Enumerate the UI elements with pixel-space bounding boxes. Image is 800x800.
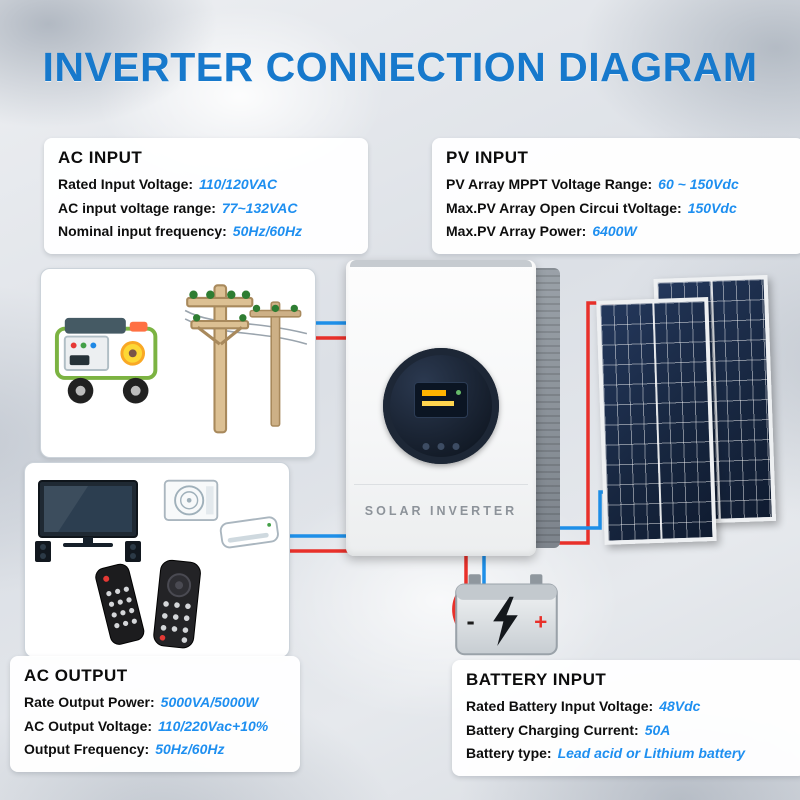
spec-row: Rate Output Power: 5000VA/5000W xyxy=(24,691,286,715)
battery-plus-sign: + xyxy=(534,610,547,635)
spec-value: 48Vdc xyxy=(659,698,701,714)
indoor-ac-unit xyxy=(219,516,279,549)
battery-minus-sign: - xyxy=(466,609,474,636)
spec-value: Lead acid or Lithium battery xyxy=(557,745,746,762)
ac-input-heading: AC INPUT xyxy=(58,148,143,167)
inverter-top-edge xyxy=(350,260,532,267)
ac-output-panel: AC OUTPUT Rate Output Power: 5000VA/5000W… xyxy=(10,656,300,772)
spec-value: 50Hz/60Hz xyxy=(155,741,225,758)
ac-input-panel: AC INPUT Rated Input Voltage:110/120VAC … xyxy=(44,138,368,254)
spec-row: AC input voltage range: 77~132VAC xyxy=(58,197,354,221)
tv-icon xyxy=(35,480,141,562)
screen-readout-bar xyxy=(422,390,446,396)
inverter-brand-label: SOLAR INVERTER xyxy=(364,504,518,518)
battery-terminal xyxy=(468,574,481,587)
inverter-front-face: SOLAR INVERTER xyxy=(346,260,536,556)
screen-readout-bar xyxy=(422,401,454,406)
battery-icon: - + xyxy=(452,574,558,656)
screen-status-dot xyxy=(456,390,461,395)
spec-value: 77~132VAC xyxy=(221,199,298,216)
spec-row: AC Output Voltage: 110/220Vac+10% xyxy=(24,715,286,739)
solar-inverter: SOLAR INVERTER xyxy=(346,260,560,556)
inverter-display-ring xyxy=(383,348,499,464)
spec-value: 6400W xyxy=(592,223,637,240)
spec-row: Rated Input Voltage: 110/120VAC xyxy=(58,173,354,197)
spec-row: Max.PV Array Open Circui tVoltage: 150Vdc xyxy=(446,197,790,221)
generator-icon xyxy=(54,317,158,404)
inverter-button xyxy=(422,443,430,450)
spec-row: Battery Charging Current: 50A xyxy=(466,719,792,743)
spec-row: Rated Battery Input Voltage: 48Vdc xyxy=(466,695,792,719)
spec-value: 5000VA/5000W xyxy=(160,694,259,710)
ac-load-illustration-box xyxy=(24,462,290,658)
inverter-button xyxy=(437,443,445,450)
battery-terminal xyxy=(530,574,543,587)
pv-input-heading: PV INPUT xyxy=(446,148,529,167)
inverter-button xyxy=(452,443,460,450)
spec-label: AC Output Voltage: xyxy=(24,717,153,734)
spec-label: Battery Charging Current: xyxy=(466,721,639,738)
solar-panel-array xyxy=(580,274,787,545)
spec-label: PV Array MPPT Voltage Range: xyxy=(446,176,653,192)
spec-label: Rated Input Voltage: xyxy=(58,176,194,192)
ac-output-heading: AC OUTPUT xyxy=(24,666,128,685)
lightning-bolt-icon xyxy=(493,596,518,647)
inverter-buttons xyxy=(422,443,460,450)
spec-label: Battery type: xyxy=(466,745,552,762)
spec-row: PV Array MPPT Voltage Range: 60 ~ 150Vdc xyxy=(446,173,790,197)
spec-value: 110/220Vac+10% xyxy=(158,717,269,734)
spec-value: 110/120VAC xyxy=(199,176,278,192)
pv-input-panel: PV INPUT PV Array MPPT Voltage Range: 60 … xyxy=(432,138,800,254)
ac-source-illustration-box xyxy=(40,268,316,458)
spec-label: Max.PV Array Power: xyxy=(446,223,587,240)
spec-row: Nominal input frequency: 50Hz/60Hz xyxy=(58,220,354,244)
battery-input-panel: BATTERY INPUT Rated Battery Input Voltag… xyxy=(452,660,800,776)
spec-label: Max.PV Array Open Circui tVoltage: xyxy=(446,199,682,216)
spec-label: Rated Battery Input Voltage: xyxy=(466,698,654,714)
utility-pole-icon xyxy=(184,284,308,434)
page-title: INVERTER CONNECTION DIAGRAM xyxy=(42,44,758,90)
spec-value: 60 ~ 150Vdc xyxy=(658,176,739,192)
spec-label: Output Frequency: xyxy=(24,741,150,758)
spec-row: Max.PV Array Power: 6400W xyxy=(446,220,790,244)
inverter-heatsink-side xyxy=(536,268,560,548)
spec-label: Nominal input frequency: xyxy=(58,223,227,240)
spec-value: 50Hz/60Hz xyxy=(232,223,303,240)
solar-panel-icon xyxy=(596,297,717,545)
spec-value: 150Vdc xyxy=(687,199,737,216)
spec-label: AC input voltage range: xyxy=(58,199,216,216)
air-conditioner-icon xyxy=(163,479,279,549)
spec-row: Output Frequency: 50Hz/60Hz xyxy=(24,738,286,762)
spec-label: Rate Output Power: xyxy=(24,694,155,710)
remote-control-icon xyxy=(95,559,201,649)
spec-value: 50A xyxy=(644,721,671,738)
inverter-screen xyxy=(414,382,468,418)
inverter-panel-seam xyxy=(354,484,528,485)
battery-input-heading: BATTERY INPUT xyxy=(466,670,607,689)
spec-row: Battery type: Lead acid or Lithium batter… xyxy=(466,742,792,766)
